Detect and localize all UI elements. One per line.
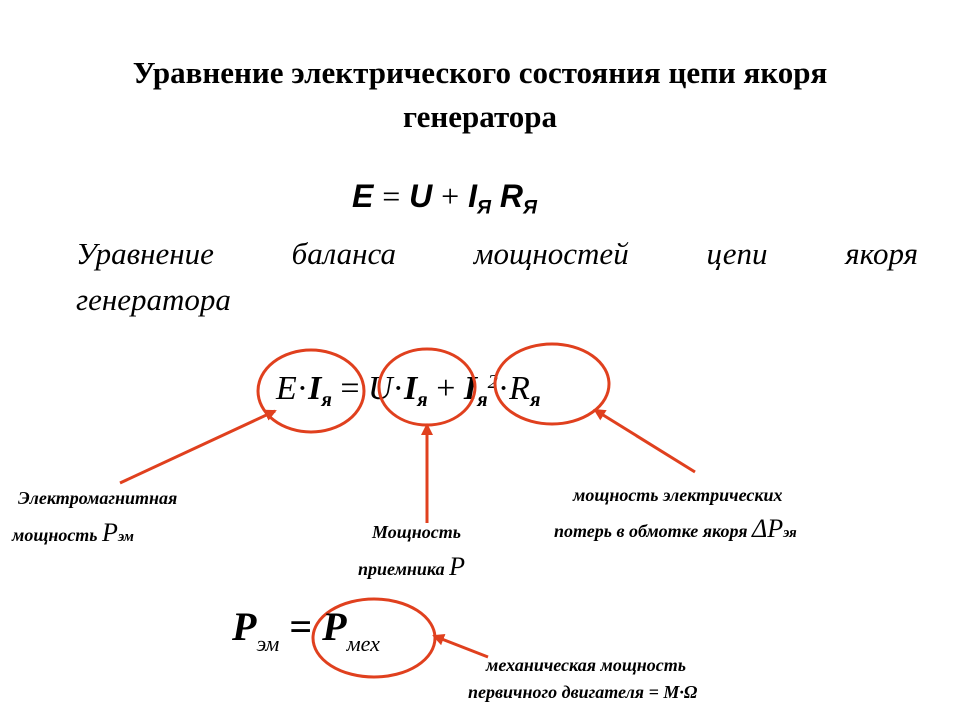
eq2-dot-1: ·	[296, 370, 309, 407]
label-em-power-symbol: P	[102, 518, 118, 547]
balance-heading-line-2: генератора	[76, 282, 231, 317]
power-balance-equation: E·Iя = U·Iя + Iя2·Rя	[276, 370, 540, 412]
armature-voltage-equation: E = U + IЯ RЯ	[352, 178, 537, 220]
eq3-P-mech: P	[322, 604, 347, 649]
eq1-E: E	[352, 178, 374, 214]
arrow-em-power	[119, 409, 277, 485]
arrow-losses	[593, 408, 696, 474]
eq2-equals: =	[340, 370, 360, 407]
title-line-2: генератора	[402, 99, 558, 134]
eq1-plus: +	[441, 178, 460, 214]
balance-word-4: цепи	[706, 236, 768, 271]
label-em-power-line-1: Электромагнитная	[18, 488, 178, 508]
balance-word-1: Уравнение	[76, 236, 214, 271]
eq1-I-sub: Я	[477, 197, 491, 219]
title-line-1: Уравнение электрического состояния цепи …	[132, 55, 828, 90]
balance-heading-line-1: Уравнение баланса мощностей цепи якоря	[76, 236, 918, 272]
label-losses-line-1: мощность электрических	[573, 485, 783, 505]
eq2-I-2: I	[403, 370, 418, 407]
eq1-R: R	[499, 178, 523, 214]
eq2-R: R	[509, 370, 530, 407]
circle-receiver-term	[377, 347, 477, 427]
label-mech-line-1: механическая мощность	[486, 655, 687, 675]
eq2-R-sub: я	[529, 389, 541, 412]
eq2-dot-2: ·	[392, 370, 404, 407]
eq3-equals: =	[289, 604, 313, 649]
eq1-I: I	[468, 178, 477, 214]
eq2-I-1-sub: я	[321, 389, 332, 412]
eq2-square: 2	[487, 370, 498, 393]
label-receiver-text: приемника	[358, 559, 445, 579]
balance-word-5: якоря	[845, 236, 918, 271]
label-losses-sub: эя	[783, 525, 797, 541]
arrow-mech	[432, 634, 489, 659]
label-em-power-text: мощность	[12, 525, 98, 545]
balance-word-2: баланса	[291, 236, 396, 271]
eq1-R-sub: Я	[523, 197, 537, 219]
eq1-U: U	[409, 178, 433, 214]
circle-em-power-term	[256, 348, 366, 434]
label-receiver-symbol: P	[449, 552, 465, 581]
label-losses-symbol: ΔP	[751, 514, 784, 543]
mechanical-power-equation: Pэм = Pмех	[232, 603, 380, 657]
label-losses-line-2: потерь в обмотке якоря ΔPэя	[554, 516, 797, 544]
eq3-sub-em: эм	[256, 631, 280, 656]
eq2-dot-3: ·	[497, 370, 510, 407]
label-receiver-line-2: приемника P	[358, 554, 465, 580]
balance-word-3: мощностей	[473, 236, 629, 271]
eq2-I-3-sub: я	[477, 389, 488, 412]
eq1-equals: =	[382, 178, 401, 214]
eq2-I-1: I	[308, 370, 322, 407]
eq3-P-em: P	[232, 604, 257, 649]
circle-losses-term	[493, 342, 611, 426]
label-em-power-sub: эм	[117, 529, 134, 545]
eq2-I-2-sub: я	[417, 389, 428, 412]
label-mech-line-2: первичного двигателя = M·Ω	[468, 682, 698, 702]
label-losses-text: потерь в обмотке якоря	[554, 521, 748, 541]
label-receiver-line-1: Мощность	[372, 522, 461, 542]
label-em-power-line-2: мощность Pэм	[12, 520, 134, 548]
eq2-E: E	[276, 370, 297, 407]
eq2-plus: +	[436, 370, 456, 407]
eq3-sub-mech: мех	[346, 631, 380, 656]
